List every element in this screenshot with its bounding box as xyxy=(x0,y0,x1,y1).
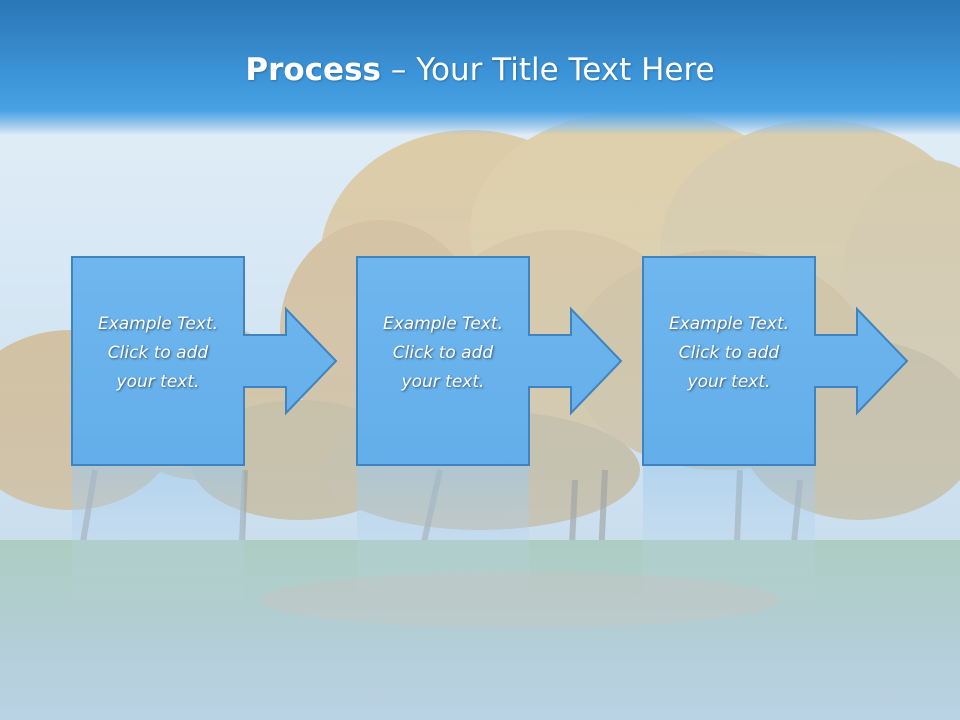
title-text: Your Title Text Here xyxy=(416,52,715,88)
step-2-text[interactable]: Example Text. Click to add your text. xyxy=(357,310,529,397)
step-1-text[interactable]: Example Text. Click to add your text. xyxy=(72,310,244,397)
step-1-line-3: your text. xyxy=(116,372,200,392)
step-1-arrow-box[interactable] xyxy=(71,256,338,466)
step-3-line-2: Click to add xyxy=(678,343,780,363)
step-3-reflection xyxy=(643,466,815,606)
step-2-line-1: Example Text. xyxy=(382,314,504,334)
step-3-arrow-box[interactable] xyxy=(642,256,909,466)
title-separator: – xyxy=(381,52,417,88)
title-band xyxy=(0,0,960,135)
step-2-line-2: Click to add xyxy=(392,343,494,363)
step-3-line-3: your text. xyxy=(687,372,771,392)
step-3-text[interactable]: Example Text. Click to add your text. xyxy=(643,310,815,397)
step-3-line-1: Example Text. xyxy=(668,314,790,334)
slide-title[interactable]: Process – Your Title Text Here xyxy=(0,52,960,88)
step-2-reflection xyxy=(357,466,529,606)
title-keyword: Process xyxy=(245,52,381,88)
step-2-line-3: your text. xyxy=(401,372,485,392)
step-2-arrow-box[interactable] xyxy=(356,256,623,466)
step-1-reflection xyxy=(72,466,244,606)
step-1-line-1: Example Text. xyxy=(97,314,219,334)
step-1-line-2: Click to add xyxy=(107,343,209,363)
